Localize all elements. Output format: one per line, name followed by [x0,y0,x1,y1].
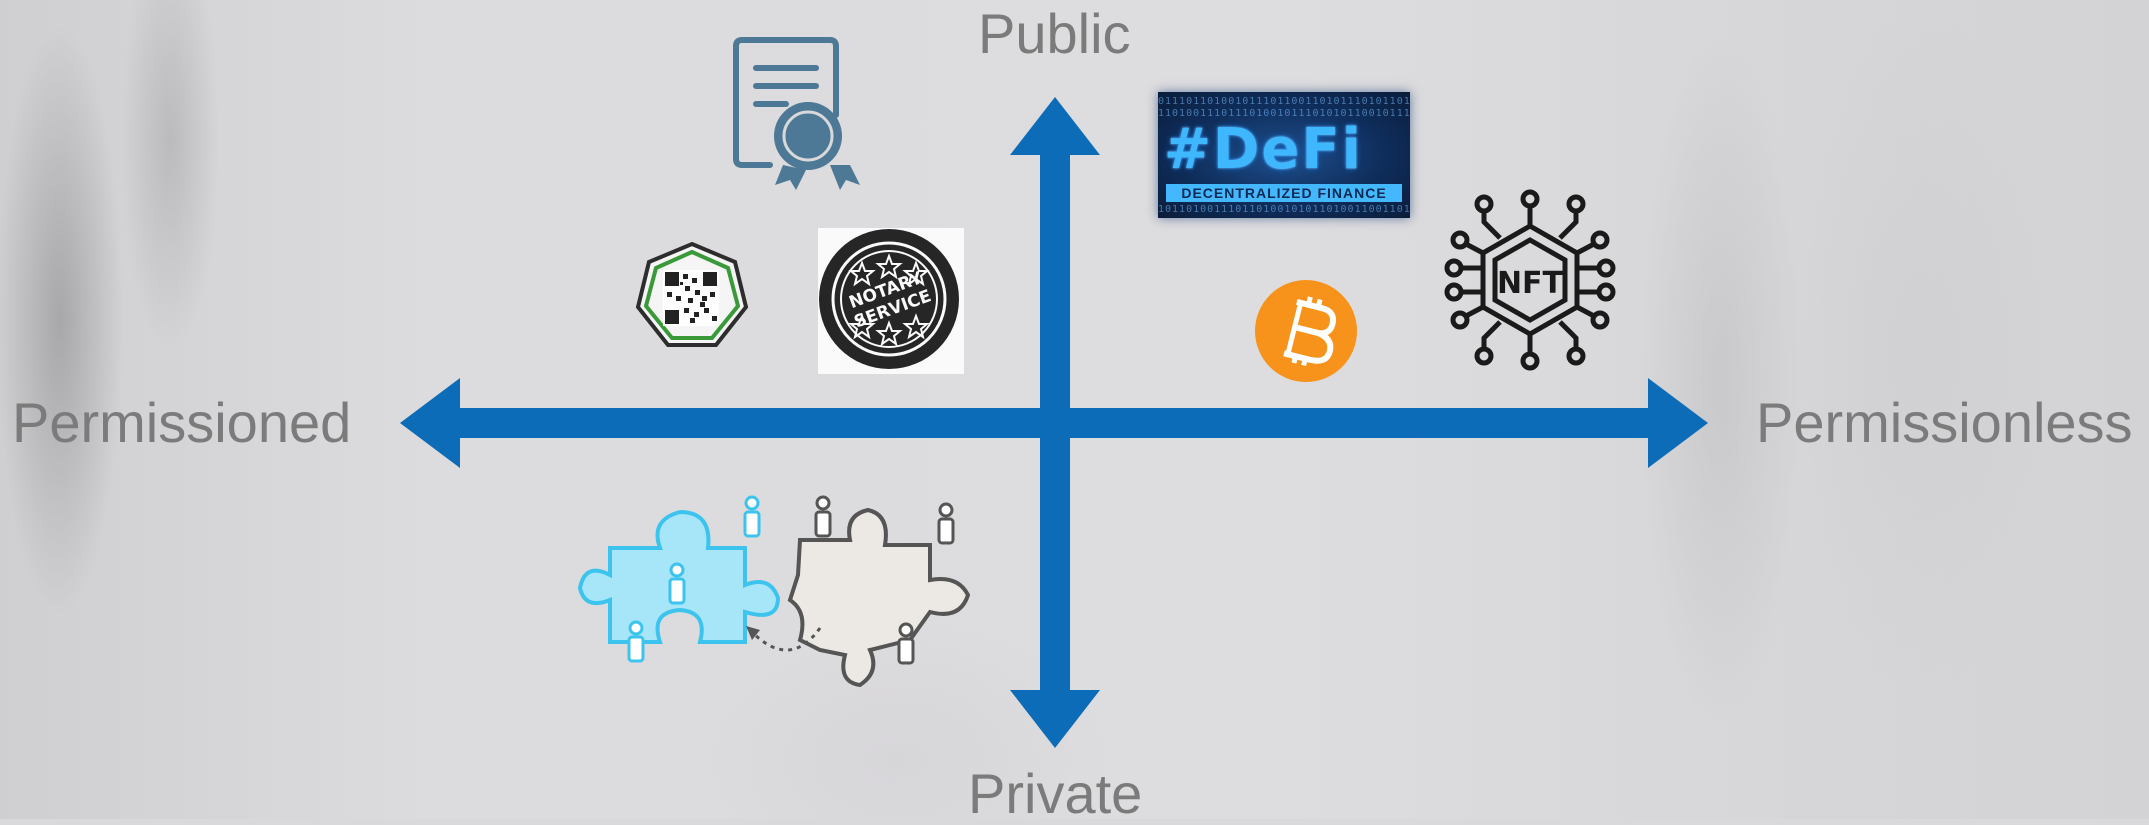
defi-binary-text: 1101001110111010010111010101100101111011… [1158,108,1410,119]
defi-badge: 0111011010010111011001101011101011011001… [1158,92,1410,218]
arrow-right-head [1648,378,1708,468]
defi-binary-text: 1011010011101101001010110100110011010110… [1158,204,1410,215]
horizontal-axis-shaft [455,408,1655,438]
defi-title: #DeFi [1164,117,1363,182]
arrow-down-head [1010,690,1100,748]
axis-label-public: Public [978,2,1131,65]
axis-label-permissioned: Permissioned [12,391,352,454]
defi-binary-text: 0111011010010111011001101011101011011001… [1158,96,1410,107]
arrow-up-head [1010,97,1100,155]
nft-label: NFT [1497,266,1564,301]
defi-subtitle: DECENTRALIZED FINANCE [1166,184,1402,202]
axis-label-permissionless: Permissionless [1756,391,2133,454]
axis-label-private: Private [968,762,1143,825]
arrow-left-head [400,378,460,468]
